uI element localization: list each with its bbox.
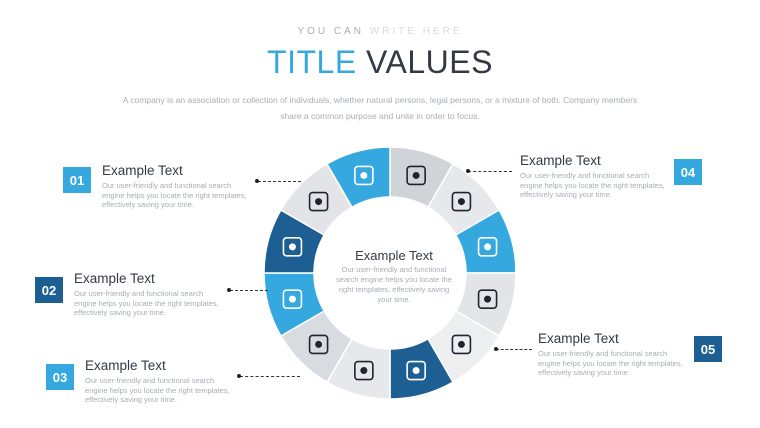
calculator-money-icon: [354, 165, 374, 186]
eyebrow-light: WRITE HERE: [369, 26, 463, 37]
clipboard-icon: [451, 191, 472, 212]
phone-chat-icon: [308, 334, 329, 355]
center-body: Our user-friendly and functional search …: [336, 265, 452, 304]
target-icon: [282, 289, 303, 309]
network-hub-icon: [451, 334, 472, 355]
badge-03: 03: [46, 364, 74, 390]
title-rest: VALUES: [356, 44, 493, 80]
item-03-body: Our user-friendly and functional search …: [85, 376, 230, 404]
item-05-heading: Example Text: [538, 331, 619, 346]
item-04-heading: Example Text: [520, 153, 601, 168]
team-chat-icon: [477, 237, 498, 257]
item-02: Example Text Our user-friendly and funct…: [74, 271, 224, 318]
badge-02: 02: [35, 277, 63, 303]
connector-01: [258, 181, 301, 182]
item-05: Example Text Our user-friendly and funct…: [538, 331, 688, 378]
connector-05: [496, 349, 532, 350]
badge-01: 01: [63, 167, 91, 193]
connector-02-dot: [227, 288, 231, 292]
connector-04-dot: [466, 169, 470, 173]
center-heading: Example Text: [355, 248, 433, 263]
ring-segment: [325, 146, 391, 209]
connector-02: [230, 290, 268, 291]
briefcase-icon: [282, 237, 303, 257]
eyebrow-main: YOU CAN: [297, 26, 370, 37]
delivery-truck-icon: [477, 289, 498, 309]
eyebrow-text: YOU CAN WRITE HERE: [0, 26, 760, 37]
handshake-icon: [308, 191, 329, 212]
item-01-body: Our user-friendly and functional search …: [102, 181, 247, 209]
item-05-body: Our user-friendly and functional search …: [538, 349, 683, 377]
item-02-heading: Example Text: [74, 271, 155, 286]
item-02-body: Our user-friendly and functional search …: [74, 289, 219, 317]
connector-01-dot: [255, 179, 259, 183]
center-text: Example Text Our user-friendly and funct…: [332, 248, 456, 305]
connector-03: [240, 376, 300, 377]
item-01-heading: Example Text: [102, 163, 183, 178]
slide-title: TITLE VALUES: [0, 44, 760, 81]
item-03-heading: Example Text: [85, 358, 166, 373]
item-01: Example Text Our user-friendly and funct…: [102, 163, 252, 210]
badge-04: 04: [674, 159, 702, 185]
connector-03-dot: [237, 374, 241, 378]
badge-05: 05: [694, 336, 722, 362]
presentation-board-icon: [406, 165, 426, 186]
item-04-body: Our user-friendly and functional search …: [520, 171, 665, 199]
title-accent: TITLE: [267, 44, 357, 80]
intro-paragraph: A company is an association or collectio…: [122, 95, 638, 121]
item-03: Example Text Our user-friendly and funct…: [85, 358, 235, 405]
connector-05-dot: [494, 347, 498, 351]
calendar-check-icon: [354, 360, 374, 381]
hourglass-icon: [406, 360, 426, 381]
connector-04: [468, 171, 512, 172]
item-04: Example Text Our user-friendly and funct…: [520, 153, 670, 200]
